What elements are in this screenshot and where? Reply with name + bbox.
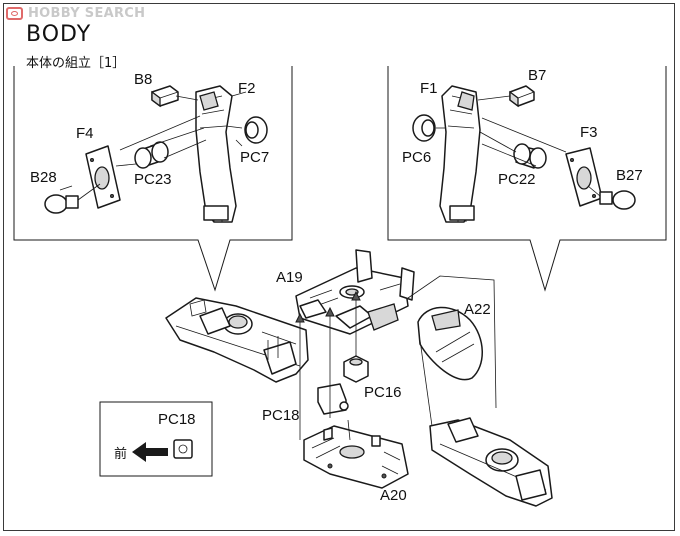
label-a19: A19 [276, 269, 303, 286]
watermark-text: HOBBY SEARCH [28, 6, 146, 21]
main-assembly: A19 A22 PC16 PC18 A20 [165, 249, 553, 507]
part-pc22 [513, 143, 547, 169]
part-a20 [303, 425, 409, 489]
label-a20: A20 [380, 487, 407, 504]
left-chassis [165, 297, 309, 383]
part-pc16 [343, 355, 369, 383]
part-b27 [599, 190, 636, 210]
label-f4: F4 [76, 125, 94, 142]
right-chassis [429, 417, 553, 507]
part-a22 [417, 306, 483, 381]
legend-box [99, 401, 213, 477]
part-pc23 [134, 141, 169, 169]
right-detail-panel: F1 B7 F3 PC6 PC22 B27 [387, 66, 667, 292]
front-direction-arrow-icon [132, 442, 168, 462]
step-subtitle: 本体の組立［1］ [26, 56, 126, 71]
part-b8 [151, 85, 179, 108]
section-title: BODY [26, 22, 92, 47]
hobby-search-logo-icon [6, 7, 23, 20]
left-callout-box [13, 66, 293, 292]
legend-direction-label: 前 [114, 446, 127, 462]
part-f4 [85, 145, 121, 209]
label-f1: F1 [420, 80, 438, 97]
page-frame [3, 3, 675, 531]
part-b7 [509, 85, 535, 108]
label-pc7: PC7 [240, 149, 269, 166]
right-callout-box [387, 66, 667, 292]
label-b8: B8 [134, 71, 152, 88]
watermark: HOBBY SEARCH [6, 6, 145, 21]
part-a19 [295, 249, 415, 335]
label-b7: B7 [528, 67, 546, 84]
part-pc6 [412, 114, 436, 142]
part-b28 [44, 194, 79, 214]
part-f3 [565, 147, 603, 207]
label-pc18: PC18 [262, 407, 300, 424]
label-pc16: PC16 [364, 384, 402, 401]
part-pc18 [317, 383, 349, 415]
label-f2: F2 [238, 80, 256, 97]
part-f2 [195, 85, 237, 223]
pc18-symbol-icon [173, 439, 193, 459]
direction-legend: PC18 前 [99, 401, 213, 477]
label-pc6: PC6 [402, 149, 431, 166]
part-pc7 [244, 116, 268, 144]
label-a22: A22 [464, 301, 491, 318]
left-detail-panel: B8 F2 F4 PC7 B28 PC23 [13, 66, 293, 292]
label-pc22: PC22 [498, 171, 536, 188]
legend-part-label: PC18 [158, 411, 196, 428]
part-f1 [439, 85, 481, 223]
label-b28: B28 [30, 169, 57, 186]
label-f3: F3 [580, 124, 598, 141]
label-b27: B27 [616, 167, 643, 184]
label-pc23: PC23 [134, 171, 172, 188]
